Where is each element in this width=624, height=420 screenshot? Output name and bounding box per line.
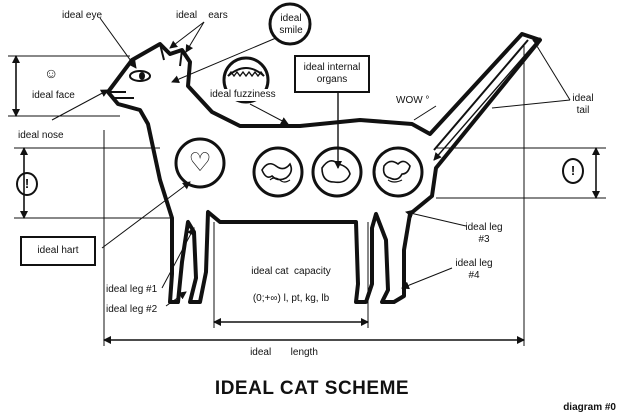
label-leg-3: ideal leg #3 <box>465 222 503 245</box>
warning-icon-right: ! <box>562 158 584 184</box>
label-capacity-range: (0;+∞) l, pt, kg, lb <box>252 293 330 304</box>
organ-circle-1 <box>252 146 304 198</box>
label-organs: ideal internal organs <box>294 55 370 93</box>
label-face: ideal face <box>32 90 75 101</box>
label-fuzziness: ideal fuzziness <box>210 89 276 101</box>
label-capacity: ideal cat capacity <box>251 266 331 277</box>
organ-circle-3 <box>372 146 424 198</box>
label-nose: ideal nose <box>18 130 64 141</box>
diagram-footnote: diagram #0 <box>563 402 616 413</box>
smiley-icon: ☺ <box>44 65 59 81</box>
label-leg-2: ideal leg #2 <box>106 304 158 315</box>
label-leg-1: ideal leg #1 <box>106 284 158 295</box>
warning-icon-left: ! <box>16 172 38 196</box>
heart-icon: ♡ <box>188 147 212 177</box>
label-leg-4: ideal leg #4 <box>455 258 493 281</box>
label-tail: ideal tail <box>572 93 594 116</box>
label-ears: ideal ears <box>176 10 228 21</box>
label-length: ideal length <box>250 347 318 358</box>
label-smile: ideal smile <box>279 13 303 36</box>
label-hart: ideal hart <box>20 236 96 266</box>
label-eye: ideal eye <box>62 10 103 21</box>
smile-circle <box>268 2 312 46</box>
organ-circle-2 <box>311 146 363 198</box>
diagram-title: IDEAL CAT SCHEME <box>214 378 410 399</box>
heart-circle <box>174 137 226 189</box>
label-wow: WOW ° <box>396 95 430 106</box>
